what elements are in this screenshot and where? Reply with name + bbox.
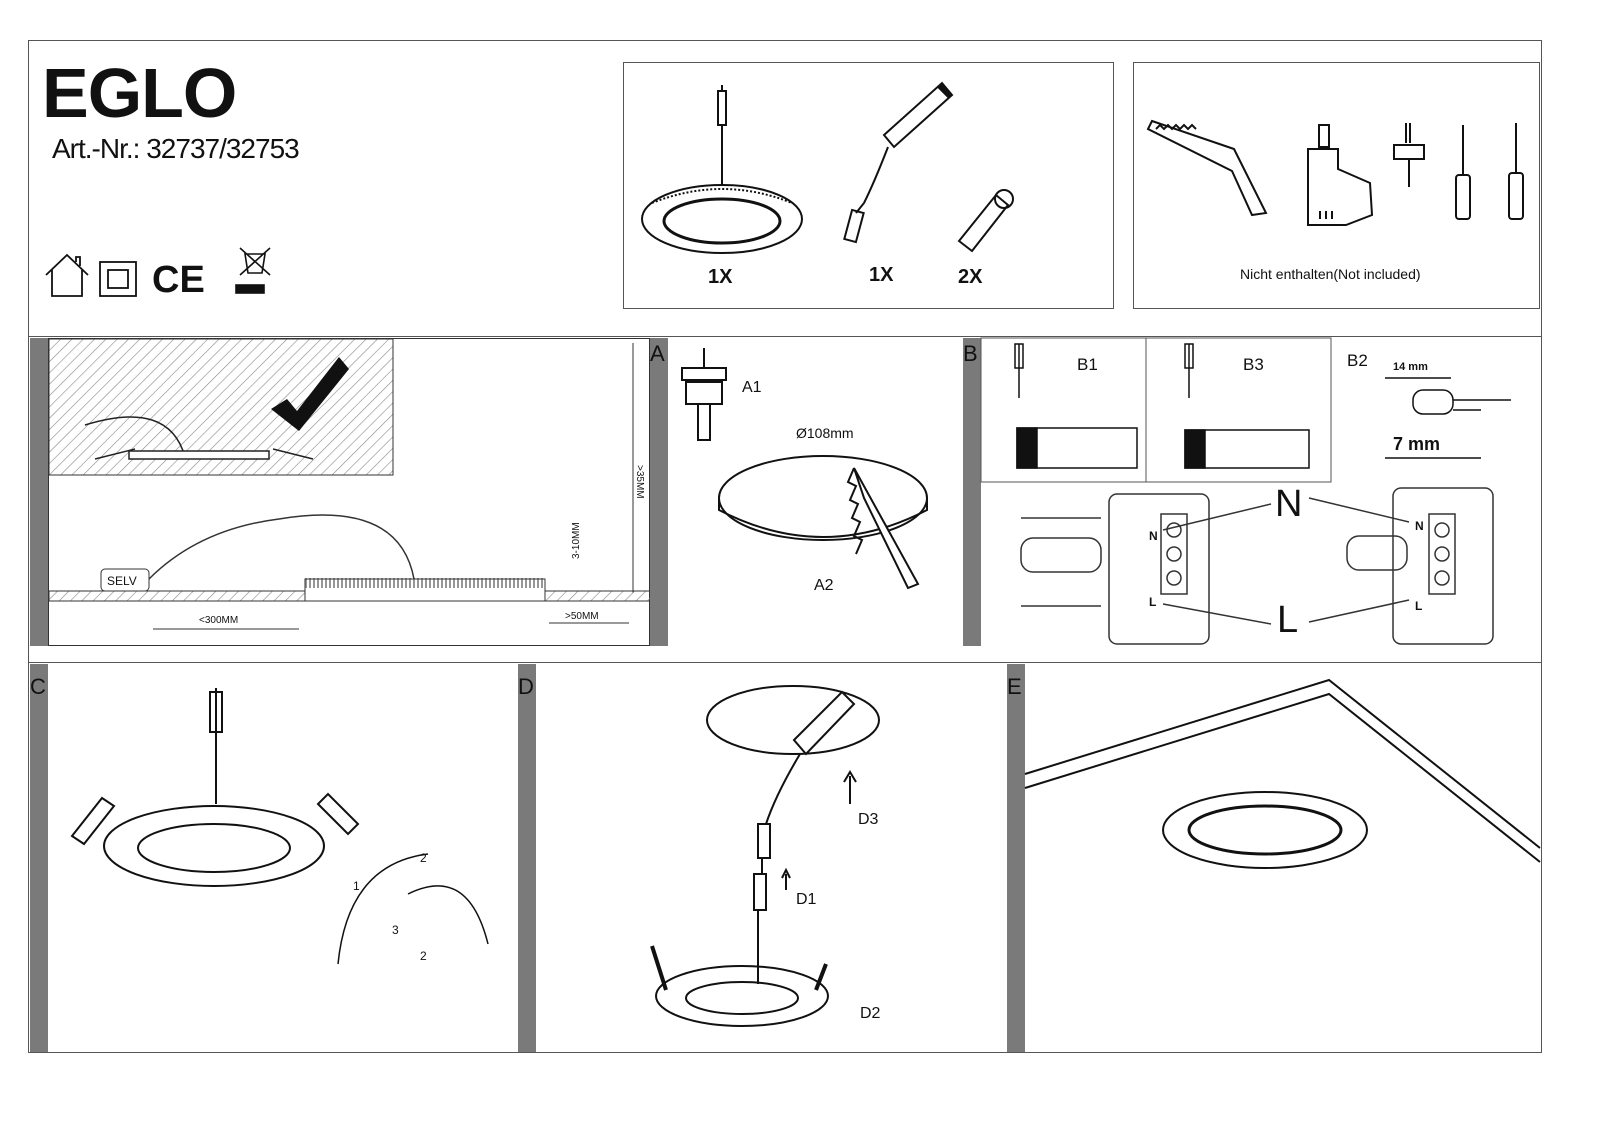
terminal-l-right: L [1415, 599, 1422, 613]
led-panel-illustration [641, 85, 803, 254]
clip-qty: 2X [958, 266, 983, 288]
selv-label: SELV [107, 574, 137, 588]
compliance-symbols: CE [44, 240, 284, 301]
step-a1: A1 [742, 379, 762, 396]
flat-screwdriver-icon [1455, 125, 1471, 220]
step-b3: B3 [1243, 355, 1264, 374]
section-strip [518, 664, 536, 1052]
row-divider [28, 336, 1542, 337]
step-d3: D3 [858, 811, 879, 828]
article-number: Art.-Nr.: 32737/32753 [52, 133, 300, 164]
section-e-panel [1024, 664, 1541, 1052]
driver-qty: 1X [869, 264, 894, 286]
step-c1: 1 [353, 879, 360, 893]
row-divider [28, 662, 1542, 663]
section-strip [30, 664, 48, 1052]
panel-qty: 1X [708, 266, 733, 288]
section-label-a: A [650, 341, 665, 366]
weee-crossed-bin-icon [235, 247, 271, 294]
step-a2: A2 [814, 577, 834, 594]
strip-length-7mm: 7 mm [1393, 434, 1440, 454]
section-strip [650, 338, 668, 646]
dim-300mm: <300MM [199, 615, 238, 626]
terminal-n-right: N [1415, 519, 1424, 533]
strip-length-14mm: 14 mm [1393, 361, 1428, 373]
svg-text:CE: CE [152, 259, 205, 301]
section-strip [963, 338, 981, 646]
terminal-n-left: N [1149, 529, 1158, 543]
indoor-house-icon [45, 253, 89, 297]
saw-icon [846, 467, 920, 590]
pointer-lines [1162, 497, 1410, 625]
live-label: L [1277, 599, 1298, 641]
section-a-panel: A1 Ø108mm A2 [668, 338, 963, 646]
brand-logo: EGLO [42, 54, 237, 132]
spring-clip-illustration [70, 792, 360, 846]
step-b1: B1 [1077, 355, 1098, 374]
drill-icon [1307, 124, 1374, 226]
hole-diameter: Ø108mm [796, 425, 854, 441]
dim-50mm: >50MM [565, 611, 599, 622]
tools-panel: Nicht enthalten(Not included) [1133, 62, 1540, 309]
step-b2: B2 [1347, 351, 1368, 370]
terminal-block-right [1346, 487, 1494, 645]
section-label-d: D [518, 674, 534, 699]
step-c2: 2 [420, 851, 427, 865]
terminal-block-left [1020, 493, 1210, 645]
spring-clip-illustration [957, 189, 1014, 253]
class-ii-double-square-icon [99, 261, 137, 297]
driver-terminal-illustration [1014, 343, 1310, 469]
page-frame [28, 40, 1542, 1053]
led-panel-illustration [103, 688, 325, 887]
section-label-c: C [30, 674, 46, 699]
terminal-l-left: L [1149, 595, 1156, 609]
neutral-label: N [1275, 483, 1302, 525]
not-included-note: Nicht enthalten(Not included) [1240, 266, 1421, 282]
driver-connection-illustration [650, 685, 880, 1027]
section-d-panel: D3 D1 D2 [536, 664, 1007, 1052]
step-d2: D2 [860, 1005, 881, 1022]
ceiling-cutout [718, 455, 928, 541]
dim-3-10mm: 3-10MM [571, 522, 582, 559]
step-c2b: 2 [420, 949, 427, 963]
hole-saw-icon [681, 348, 727, 441]
hole-saw-icon [1393, 123, 1425, 187]
step-d1: D1 [796, 891, 817, 908]
step-c3: 3 [392, 923, 399, 937]
package-contents-panel: 1X 1X 2X [623, 62, 1114, 309]
section-strip [30, 338, 48, 646]
phillips-screwdriver-icon [1508, 123, 1524, 220]
section-strip [1007, 664, 1025, 1052]
installed-ceiling-panel [1024, 678, 1541, 869]
section-c-panel: 1 2 3 2 [48, 664, 518, 1052]
install-clearance-diagram: >35MM 3-10MM SELV <300MM >50MM [48, 338, 652, 646]
section-label-e: E [1007, 674, 1022, 699]
section-label-b: B [963, 341, 978, 366]
dim-35mm: >35MM [634, 465, 645, 499]
saw-icon [1146, 119, 1268, 217]
ce-mark-icon: CE [152, 259, 205, 301]
clip-detail-illustration [337, 853, 489, 965]
section-b-panel: B1 B3 B2 14 mm 7 mm N L N L N L [980, 337, 1540, 646]
checkmark-icon [271, 357, 349, 431]
driver-illustration [843, 81, 954, 244]
